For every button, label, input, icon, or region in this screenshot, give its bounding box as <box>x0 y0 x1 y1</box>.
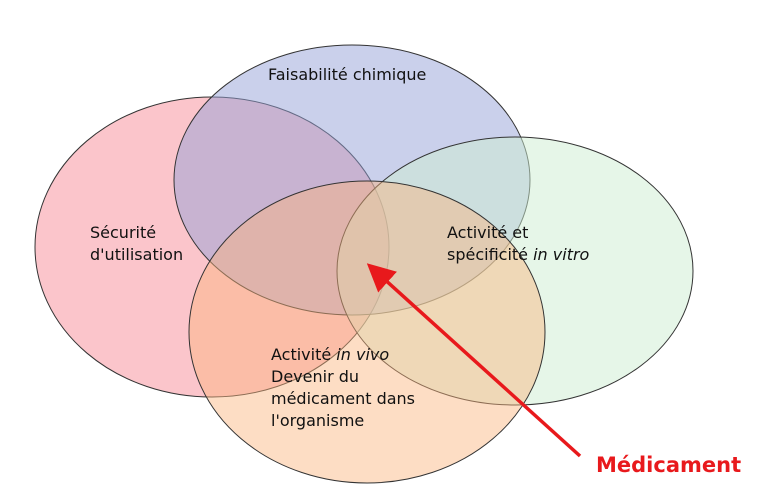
label-text: Activité <box>271 345 337 364</box>
label-faisabilite: Faisabilité chimique <box>268 65 427 84</box>
label-line: d'utilisation <box>90 245 184 264</box>
label-text: spécificité <box>447 245 534 264</box>
label-activite-in-vitro: Activité et spécificité in vitro <box>447 222 589 266</box>
label-italic: in vivo <box>336 345 390 364</box>
label-line: Devenir du <box>271 367 360 386</box>
label-line: médicament dans <box>271 389 415 408</box>
label-line: Sécurité <box>90 223 157 242</box>
circle-activite-in-vitro <box>336 136 694 406</box>
label-activite-in-vivo: Activité in vivo Devenir du médicament d… <box>271 344 415 432</box>
label-italic: in vitro <box>533 245 590 264</box>
label-medicament: Médicament <box>596 453 742 477</box>
pointer-arrow <box>366 263 582 458</box>
label-line: Activité et <box>447 223 529 242</box>
circle-activite-in-vivo <box>188 180 546 484</box>
label-line: l'organisme <box>271 411 365 430</box>
label-securite: Sécurité d'utilisation <box>90 222 183 266</box>
label-line: Activité in vivo <box>271 344 415 366</box>
label-line: spécificité in vitro <box>447 244 589 266</box>
